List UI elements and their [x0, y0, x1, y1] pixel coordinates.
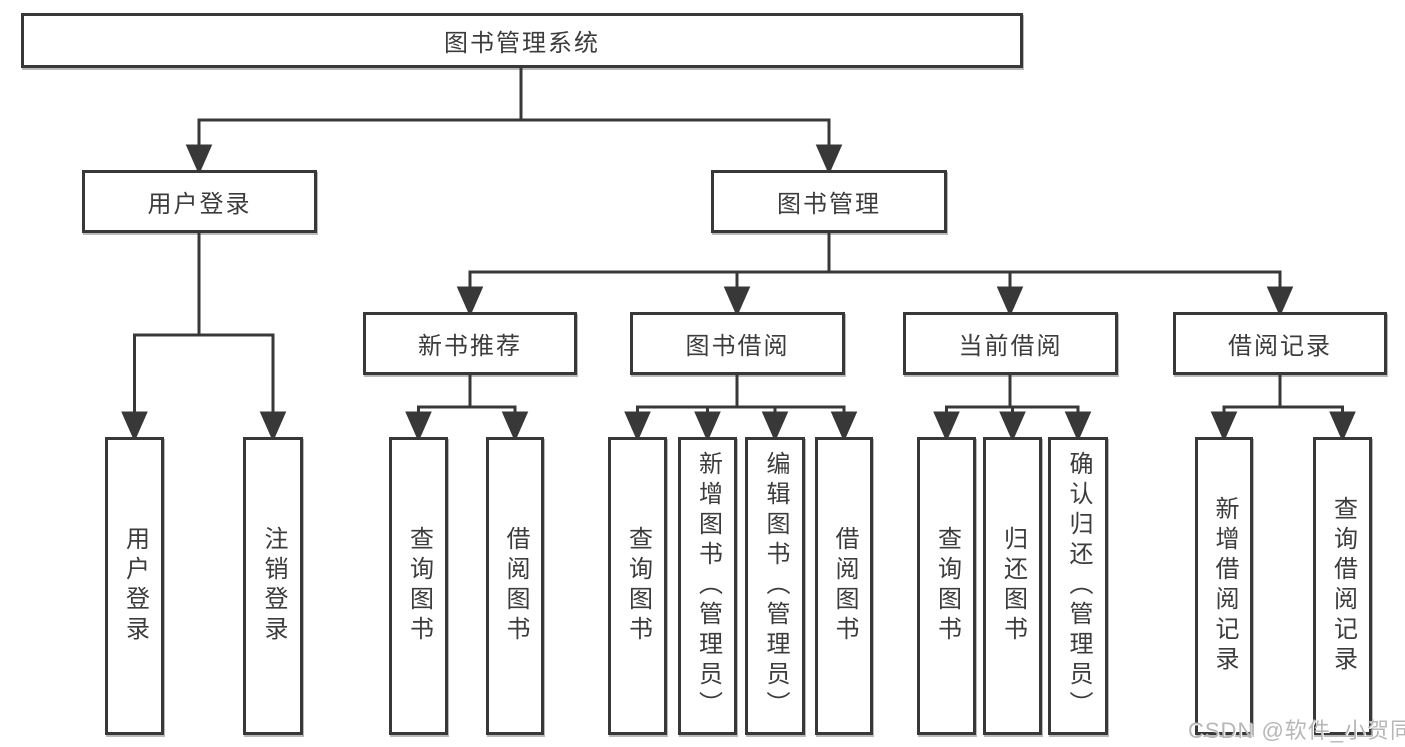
node-book-management: 图书管理 [711, 170, 947, 233]
node-user-login: 用户登录 [82, 170, 317, 233]
leaf-current-return-books: 归还图书 [983, 437, 1042, 735]
node-library-management-system: 图书管理系统 [21, 13, 1023, 68]
node-book-borrowing: 图书借阅 [630, 312, 845, 375]
leaf-logout: 注销登录 [243, 437, 303, 735]
node-current-borrowing: 当前借阅 [903, 312, 1118, 375]
csdn-watermark: CSDN @软件_小贺同学 [1188, 718, 1405, 743]
leaf-borrowing-add-books-admin: 新增图书（管理员） [678, 437, 737, 735]
leaf-records-add-borrow-record: 新增借阅记录 [1195, 437, 1253, 735]
leaf-records-query-borrow-record: 查询借阅记录 [1313, 437, 1372, 735]
node-new-book-recommendation: 新书推荐 [363, 312, 577, 375]
leaf-newbook-borrow-books: 借阅图书 [486, 437, 544, 735]
leaf-newbook-query-books: 查询图书 [389, 437, 448, 735]
node-borrowing-records: 借阅记录 [1173, 312, 1387, 375]
leaf-user-login: 用户登录 [105, 437, 164, 735]
leaf-current-query-books: 查询图书 [917, 437, 976, 735]
leaf-borrowing-edit-books-admin: 编辑图书（管理员） [745, 437, 805, 735]
leaf-current-confirm-return-admin: 确认归还（管理员） [1048, 437, 1108, 735]
leaf-borrowing-query-books: 查询图书 [608, 437, 667, 735]
leaf-borrowing-borrow-books: 借阅图书 [815, 437, 873, 735]
